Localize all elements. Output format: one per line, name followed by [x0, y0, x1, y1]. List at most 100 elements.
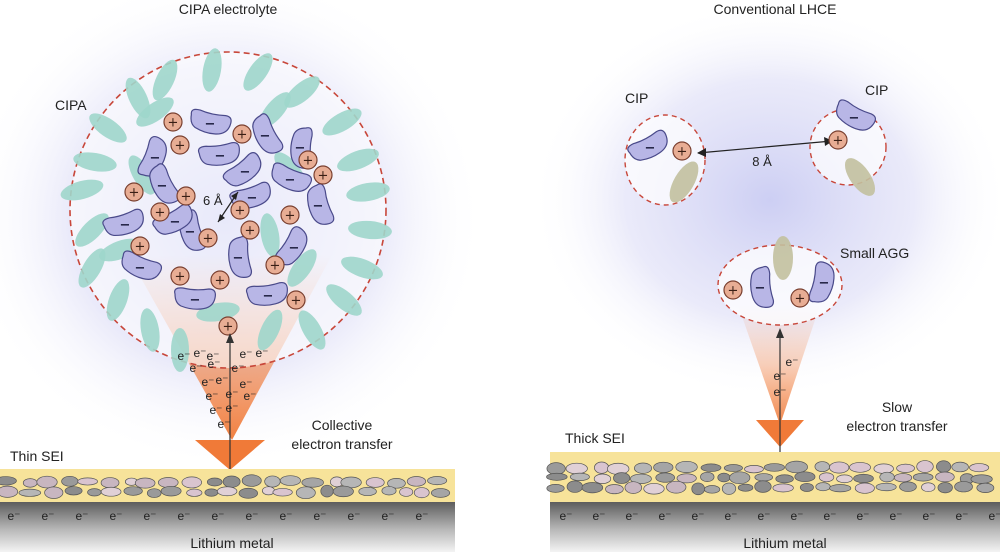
- solvent-molecule: [669, 161, 699, 203]
- electron: e⁻: [922, 509, 935, 523]
- sei-particle: [272, 488, 293, 497]
- solvent-molecule: [89, 113, 127, 143]
- sei-particle: [241, 474, 262, 487]
- right-transfer-label-2: electron transfer: [846, 418, 947, 434]
- cation: [265, 255, 285, 275]
- left-title: CIPA electrolyte: [179, 1, 278, 17]
- electron: e⁻: [215, 373, 228, 387]
- anion: −: [627, 129, 668, 161]
- cation: [210, 270, 230, 290]
- electron: e⁻: [347, 509, 360, 523]
- sei-particle: [676, 473, 697, 484]
- anion-sign: −: [185, 225, 196, 240]
- sei-particle: [123, 486, 143, 496]
- anion: −: [252, 113, 284, 154]
- cation-sign: +: [677, 145, 688, 160]
- anion-sign: −: [295, 141, 306, 156]
- electron: e⁻: [592, 509, 605, 523]
- sei-particle: [406, 476, 427, 487]
- cation-sign: +: [181, 190, 192, 205]
- cation-sign: +: [833, 134, 844, 149]
- sei-particle: [399, 487, 414, 497]
- sei-particle: [875, 482, 897, 492]
- solvent-molecule: [78, 248, 106, 288]
- anion-body: [197, 141, 240, 166]
- anion-sign: −: [645, 141, 656, 156]
- anion: −: [750, 265, 775, 308]
- sei-particle: [700, 471, 715, 482]
- anion-body: [271, 162, 313, 192]
- sei-particle: [849, 462, 871, 473]
- electron: e⁻: [231, 361, 244, 375]
- cation-sign: +: [155, 206, 166, 221]
- sei-particle: [936, 460, 952, 473]
- cipa-label: CIPA: [55, 97, 87, 113]
- electron: e⁻: [955, 509, 968, 523]
- sei-particle: [653, 461, 674, 473]
- cation: [124, 182, 144, 202]
- sei-particle: [879, 471, 895, 483]
- anion-sign: −: [215, 149, 226, 164]
- sei-particles-left: [0, 474, 451, 500]
- cation-sign: +: [175, 270, 186, 285]
- electron: e⁻: [773, 385, 786, 399]
- right-title: Conventional LHCE: [714, 1, 837, 17]
- sei-particle: [61, 475, 79, 487]
- electron: e⁻: [381, 509, 394, 523]
- electron: e⁻: [206, 349, 219, 363]
- sei-particle: [546, 483, 565, 493]
- sei-particle: [279, 475, 301, 486]
- sei-particle: [44, 486, 64, 499]
- sei-particle: [899, 481, 917, 492]
- anion: −: [836, 99, 876, 131]
- anion: −: [174, 287, 216, 310]
- anion-sign: −: [819, 276, 830, 291]
- electron: e⁻: [177, 509, 190, 523]
- right-glow: [530, 0, 1000, 400]
- anion: −: [808, 261, 835, 303]
- cation-sign: +: [237, 128, 248, 143]
- cone-electrons-right: e⁻e⁻e⁻: [773, 355, 798, 399]
- sei-particle: [717, 472, 731, 483]
- sei-particle: [634, 462, 653, 474]
- sei-particle: [594, 461, 610, 474]
- cone-electrons-left: e⁻e⁻e⁻e⁻e⁻e⁻e⁻e⁻e⁻e⁻e⁻e⁻e⁻e⁻e⁻e⁻e⁻: [177, 346, 268, 431]
- electron: e⁻: [193, 346, 206, 360]
- solvent-molecule: [257, 309, 283, 351]
- solvent-molecule: [337, 148, 379, 172]
- sei-particle: [815, 482, 831, 492]
- sei-particle: [912, 472, 934, 482]
- sei-particle: [818, 472, 835, 483]
- lithium-metal-right: [550, 502, 1000, 552]
- sei-particle: [0, 476, 17, 486]
- cation: [313, 165, 333, 185]
- sei-particle: [261, 486, 276, 496]
- electron: e⁻: [239, 377, 252, 391]
- sei-particle: [332, 485, 354, 498]
- sei-particle: [605, 484, 624, 495]
- cation: [170, 135, 190, 155]
- anion-body: [808, 261, 835, 303]
- cation-sign: +: [223, 320, 234, 335]
- electron: e⁻: [7, 509, 20, 523]
- anion-body: [222, 151, 262, 187]
- cip-right-label: CIP: [865, 82, 888, 98]
- sei-particle: [829, 484, 852, 493]
- anion-sign: −: [849, 111, 860, 126]
- solvent-molecule: [60, 179, 104, 201]
- right-electron-cone: [738, 305, 820, 425]
- sei-particle: [204, 488, 219, 497]
- sei-particle: [613, 472, 631, 484]
- sei-particle: [546, 472, 568, 481]
- solvent-molecule: [202, 48, 222, 92]
- anion-body: [836, 99, 876, 131]
- sei-particle: [853, 473, 874, 484]
- sei-particle: [775, 474, 794, 484]
- cation-sign: +: [795, 292, 806, 307]
- cation: [170, 266, 190, 286]
- sei-particle: [703, 485, 721, 494]
- right-path-arrowhead: [776, 328, 784, 338]
- solvent-molecule: [346, 182, 390, 202]
- electron: e⁻: [724, 509, 737, 523]
